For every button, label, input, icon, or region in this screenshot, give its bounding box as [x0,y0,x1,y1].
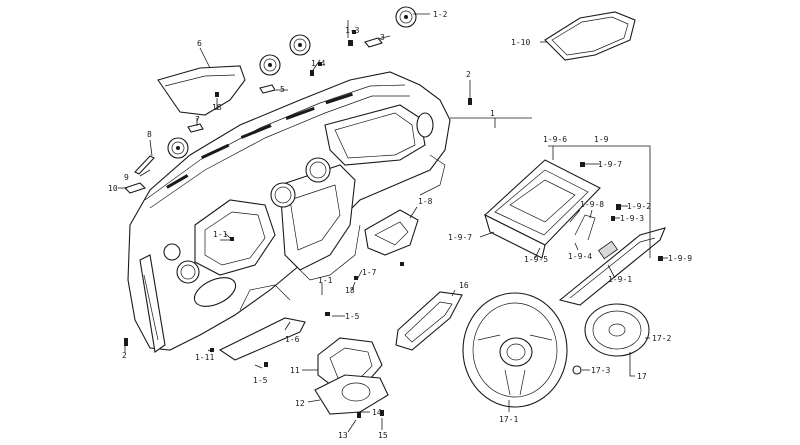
label-2b: 2 [122,351,127,360]
part-1-10-pad [544,11,636,61]
round-vents [167,6,417,159]
label-1-9-6: 1-9-6 [543,135,567,144]
label-9: 9 [124,173,129,182]
label-1-9-4: 1-9-4 [568,252,592,261]
label-16: 16 [459,281,469,290]
label-15: 15 [378,431,388,440]
label-11: 11 [290,366,300,375]
label-1-9-9: 1-9-9 [668,254,692,263]
label-17: 17 [637,372,647,381]
label-18a: 18 [212,103,222,112]
label-1-9-7a: 1-9-7 [598,160,622,169]
label-1-5a: 1-5 [345,312,360,321]
label-3: 3 [380,33,385,42]
label-1-10: 1-10 [511,38,530,47]
label-5: 5 [280,85,285,94]
column-covers [314,337,389,415]
steering-wheel [462,292,568,408]
label-1-9-5: 1-9-5 [524,255,548,264]
label-1: 1 [490,109,495,118]
label-8: 8 [147,130,152,139]
part-labels: 1 1-2 1-3 3 1-4 5 6 18 7 8 9 10 2 1-10 1… [108,10,692,440]
label-1-2: 1-2 [433,10,448,19]
label-6: 6 [197,39,202,48]
label-17-3: 17-3 [591,366,610,375]
dashboard-panel [127,71,451,353]
label-1-1a: 1-1 [213,230,228,239]
label-1-9-8: 1-9-8 [580,200,604,209]
label-1-11: 1-11 [195,353,214,362]
airbag-module [584,303,650,357]
label-1-5b: 1-5 [253,376,268,385]
label-1-9: 1-9 [594,135,609,144]
label-7: 7 [195,115,200,124]
label-1-4: 1-4 [311,59,326,68]
leader-lines [118,13,668,433]
label-18b: 18 [345,286,355,295]
label-14: 14 [372,408,382,417]
label-1-7: 1-7 [362,268,377,277]
part-1-6-trim [218,317,306,361]
label-1-1b: 1-1 [318,276,333,285]
label-1-8: 1-8 [418,197,433,206]
part-16-cover [395,291,463,351]
label-13: 13 [338,431,348,440]
label-17-2: 17-2 [652,334,671,343]
label-1-9-3: 1-9-3 [620,214,644,223]
label-10: 10 [108,184,118,193]
label-1-9-7b: 1-9-7 [448,233,472,242]
label-1-9-2: 1-9-2 [627,202,651,211]
label-2a: 2 [466,70,471,79]
part-6-cover [157,65,246,116]
label-1-6: 1-6 [285,335,300,344]
label-17-1: 17-1 [499,415,518,424]
label-1-3: 1-3 [345,26,360,35]
label-1-9-1: 1-9-1 [608,275,632,284]
label-12: 12 [295,399,305,408]
glovebox-assembly [484,159,666,306]
